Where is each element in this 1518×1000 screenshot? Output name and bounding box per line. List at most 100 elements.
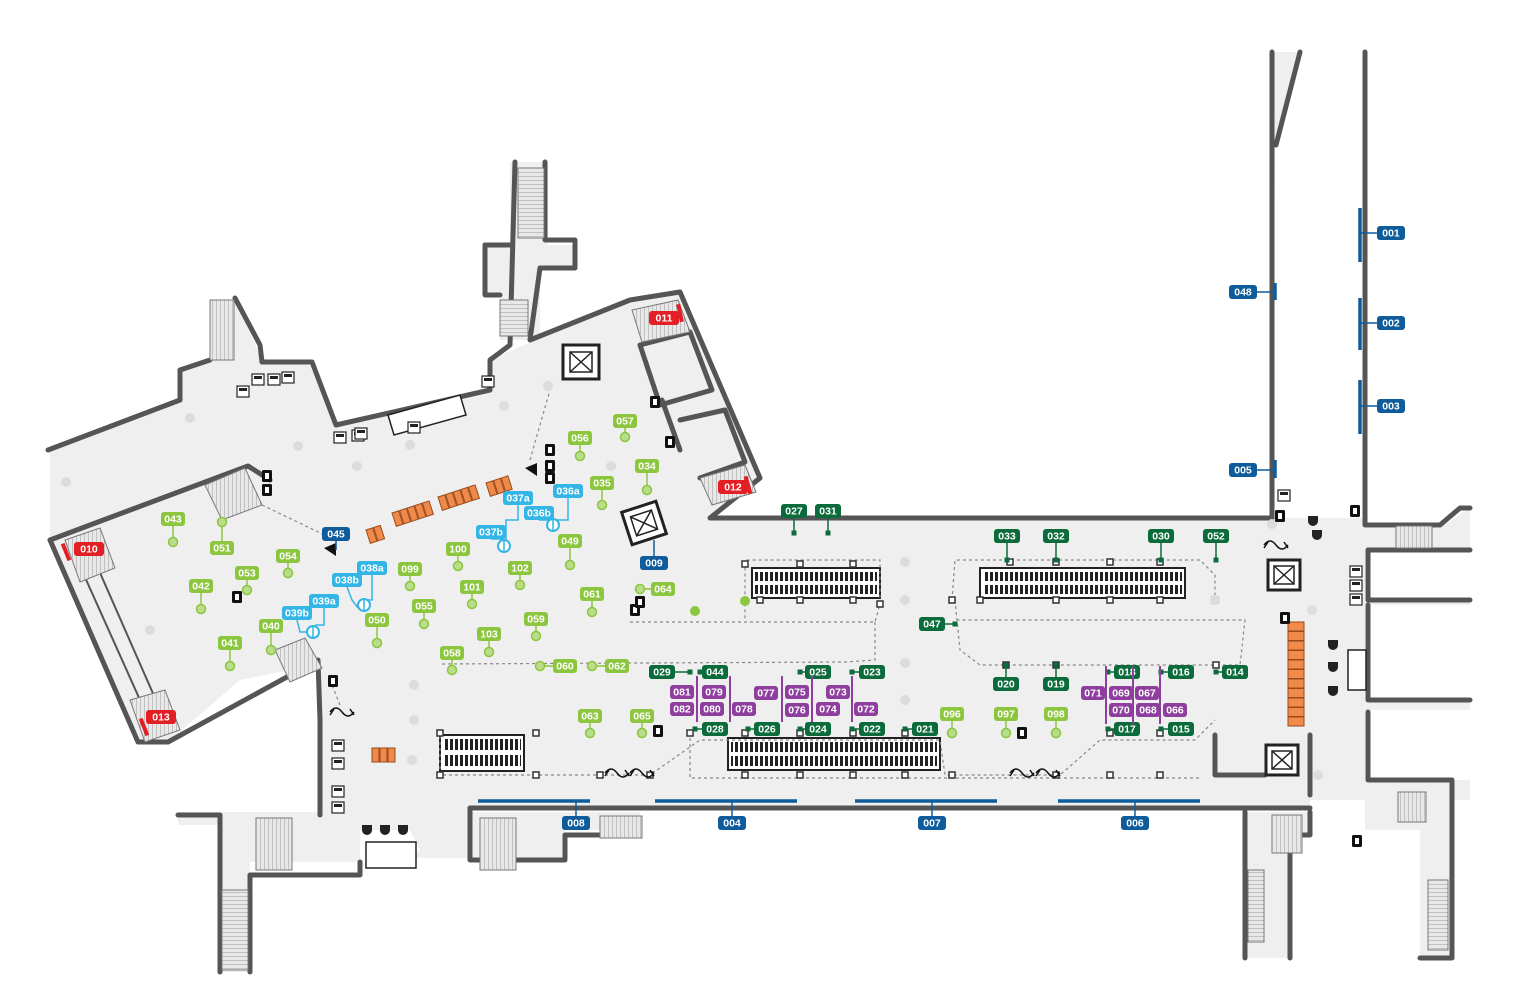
display-label-purple: 080 [700,702,724,716]
turnstile-icon [1009,768,1035,778]
point-marker [584,727,596,739]
route-node [1052,596,1060,604]
info-label-cyan: 039a [309,594,339,608]
point-marker [1050,727,1062,739]
escalator-icon [979,567,1186,599]
location-label-text: 029 [653,667,671,679]
platform-label-blue: 003 [1377,399,1405,413]
point-marker [371,637,383,649]
point-marker [418,618,430,630]
point-label-light-green: 062 [605,659,629,673]
ticket-machine-icon [407,421,421,434]
location-label-text: 054 [279,551,297,563]
sign-marker [1213,557,1219,563]
location-label-text: 052 [1207,531,1225,543]
display-label-purple: 081 [670,685,694,699]
route-node [796,560,804,568]
point-marker [534,660,546,672]
sign-label-dark-green: 029 [649,665,675,679]
ticket-machine-icon [331,801,345,814]
sign-label-dark-green: 026 [754,722,780,736]
sign-label-dark-green: 021 [912,722,938,736]
routes [261,389,1246,779]
location-label-text: 017 [1118,724,1136,736]
sign-label-dark-green: 027 [781,504,807,518]
point-label-light-green: 041 [218,636,242,650]
stairs-icon [255,817,293,871]
location-label-text: 079 [705,687,723,699]
ticket-machine-icon [1349,565,1363,578]
location-label-text: 071 [1084,688,1102,700]
platform-label-blue: 001 [1377,226,1405,240]
point-marker [483,646,495,658]
point-marker [466,598,478,610]
platform-label-blue: 005 [1229,463,1257,477]
location-label-text: 041 [221,638,239,650]
stairs-icon [274,637,323,683]
location-label-text: 049 [561,536,579,548]
location-label-text: 035 [593,478,611,490]
point-label-light-green: 059 [524,612,548,626]
route-nodes [436,558,1220,779]
sign-marker [1105,726,1111,732]
route-node [741,729,749,737]
location-label-text: 068 [1139,705,1157,717]
stairs-icon [479,817,517,871]
column-marker [1267,519,1277,529]
route-node [849,771,857,779]
column-marker [499,401,509,411]
route-node [948,771,956,779]
point-label-light-green: 099 [398,562,422,576]
ticket-machine-icon [1277,489,1291,502]
column-marker [409,715,419,725]
info-label-cyan: 036b [524,506,554,520]
camera-icon [1312,530,1322,540]
ticket-machine-icon [331,785,345,798]
route-node [436,771,444,779]
display-label-purple: 082 [670,702,694,716]
location-label-text: 057 [616,416,634,428]
point-label-light-green: 055 [412,599,436,613]
location-label-text: 099 [401,564,419,576]
seating-icon [371,747,396,763]
camera-icon [1308,516,1318,526]
route-node [876,600,884,608]
route-node [1106,596,1114,604]
location-label-text: 097 [997,709,1015,721]
location-label-text: 020 [997,679,1015,691]
location-label-text: 018 [1118,667,1136,679]
point-marker [946,727,958,739]
route-node [849,596,857,604]
telephone-icon [1350,505,1360,517]
label-leader [346,586,359,609]
info-label-cyan: 039b [282,606,312,620]
location-label-text: 103 [480,629,498,641]
point-marker [446,664,458,676]
point-marker [167,536,179,548]
location-label-text: 062 [608,661,626,673]
escalators [439,567,1186,772]
escalator-icon [727,737,941,771]
display-label-purple: 071 [1081,686,1105,700]
telephone-icon [232,591,242,603]
ticket-machine-icon [267,373,281,386]
camera-icon [1328,662,1338,672]
display-label-purple: 069 [1109,686,1133,700]
route-node [1156,596,1164,604]
telephone-icon [262,484,272,496]
location-label-text: 027 [785,506,803,518]
stairs-icon [1395,525,1433,549]
route-node [741,771,749,779]
stairs-icon [517,167,545,239]
point-marker [241,584,253,596]
column-marker [405,440,415,450]
exit-label-red: 010 [74,542,104,556]
point-label-light-green: 035 [590,476,614,490]
point-label-light-green: 061 [580,587,604,601]
location-label-text: 039b [285,608,309,620]
location-label-text: 056 [571,433,589,445]
location-label-text: 032 [1047,531,1065,543]
sign-label-dark-green: 020 [993,677,1019,691]
info-label-cyan: 036a [553,484,583,498]
sign-marker [687,669,693,675]
